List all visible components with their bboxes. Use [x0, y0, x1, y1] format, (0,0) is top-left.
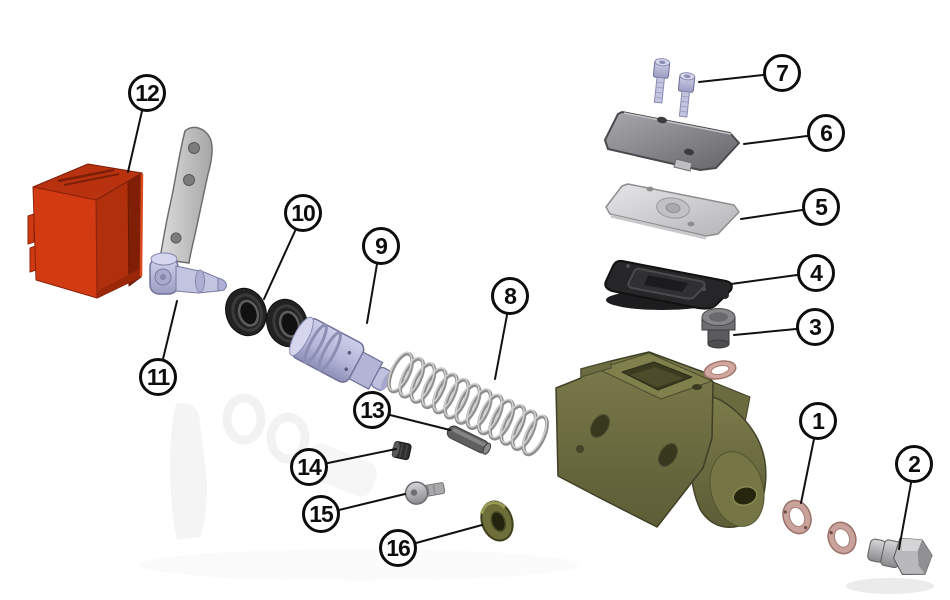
leader-line-5	[740, 209, 803, 220]
leader-lines	[127, 74, 912, 550]
part-roll-pin	[446, 425, 492, 455]
callout-14: 14	[290, 448, 328, 486]
callout-1: 1	[799, 402, 837, 440]
part-piston	[289, 316, 392, 391]
callout-2-label: 2	[908, 450, 921, 477]
leader-line-16	[415, 524, 483, 544]
part-brake-lever	[159, 126, 213, 264]
part-plug	[701, 308, 736, 349]
callout-11: 11	[139, 358, 177, 396]
callout-2: 2	[895, 445, 933, 483]
callout-10-label: 10	[291, 199, 316, 226]
callout-12: 12	[128, 74, 166, 112]
callout-10: 10	[284, 194, 322, 232]
callout-16-label: 16	[386, 534, 411, 561]
leader-line-7	[698, 74, 764, 83]
callout-8-label: 8	[504, 282, 517, 309]
callout-11-label: 11	[146, 363, 170, 390]
leader-line-11	[162, 300, 178, 360]
callout-15-label: 15	[309, 500, 334, 527]
callout-13: 13	[353, 391, 391, 429]
part-cover-screw-b	[677, 72, 696, 118]
callout-3: 3	[796, 308, 834, 346]
part-reservoir-cover	[604, 111, 740, 172]
leader-line-4	[730, 274, 798, 285]
part-pivot-pushrod	[149, 252, 227, 295]
part-reservoir-box	[27, 163, 144, 299]
part-cover-screw-a	[652, 58, 671, 104]
part-sealing-washer-b	[827, 521, 857, 555]
part-banjo-bolt	[867, 537, 933, 576]
leader-line-1	[800, 438, 815, 504]
callout-4: 4	[797, 254, 835, 292]
part-diaphragm	[604, 259, 733, 310]
callout-7: 7	[763, 54, 801, 92]
callout-4-label: 4	[810, 259, 823, 286]
callout-5-label: 5	[815, 193, 828, 220]
leader-line-14	[327, 448, 397, 464]
callout-12-label: 12	[135, 79, 160, 106]
leader-line-15	[338, 493, 406, 511]
callout-13-label: 13	[360, 396, 385, 423]
callout-1-label: 1	[812, 407, 825, 434]
callout-14-label: 14	[297, 453, 322, 480]
part-spring	[387, 351, 549, 457]
callout-15: 15	[302, 495, 340, 533]
callout-9-label: 9	[375, 232, 388, 259]
part-button-screw	[404, 481, 446, 505]
part-olive-washer	[480, 500, 514, 542]
ghost-reflections	[140, 393, 580, 581]
leader-line-6	[743, 135, 808, 145]
leader-line-2	[898, 482, 912, 550]
leader-line-10	[263, 230, 296, 300]
callout-9: 9	[362, 227, 400, 265]
callout-6-label: 6	[820, 119, 833, 146]
callout-16: 16	[379, 529, 417, 567]
callout-3-label: 3	[809, 313, 822, 340]
leader-line-8	[494, 314, 508, 380]
leader-line-13	[389, 414, 451, 431]
leader-line-3	[733, 328, 797, 336]
part-cylinder-body	[555, 351, 767, 528]
part-set-screw	[391, 441, 412, 461]
callout-8: 8	[491, 277, 529, 315]
leader-line-12	[127, 110, 143, 173]
bolt-shadow	[846, 578, 934, 594]
part-seal-a	[225, 287, 267, 337]
callout-7-label: 7	[776, 59, 789, 86]
callout-5: 5	[802, 188, 840, 226]
part-copper-washer-top	[703, 360, 737, 380]
part-sealing-washer-a	[782, 499, 812, 535]
part-diaphragm-plate	[605, 183, 740, 240]
callout-6: 6	[807, 114, 845, 152]
leader-line-9	[366, 263, 378, 324]
